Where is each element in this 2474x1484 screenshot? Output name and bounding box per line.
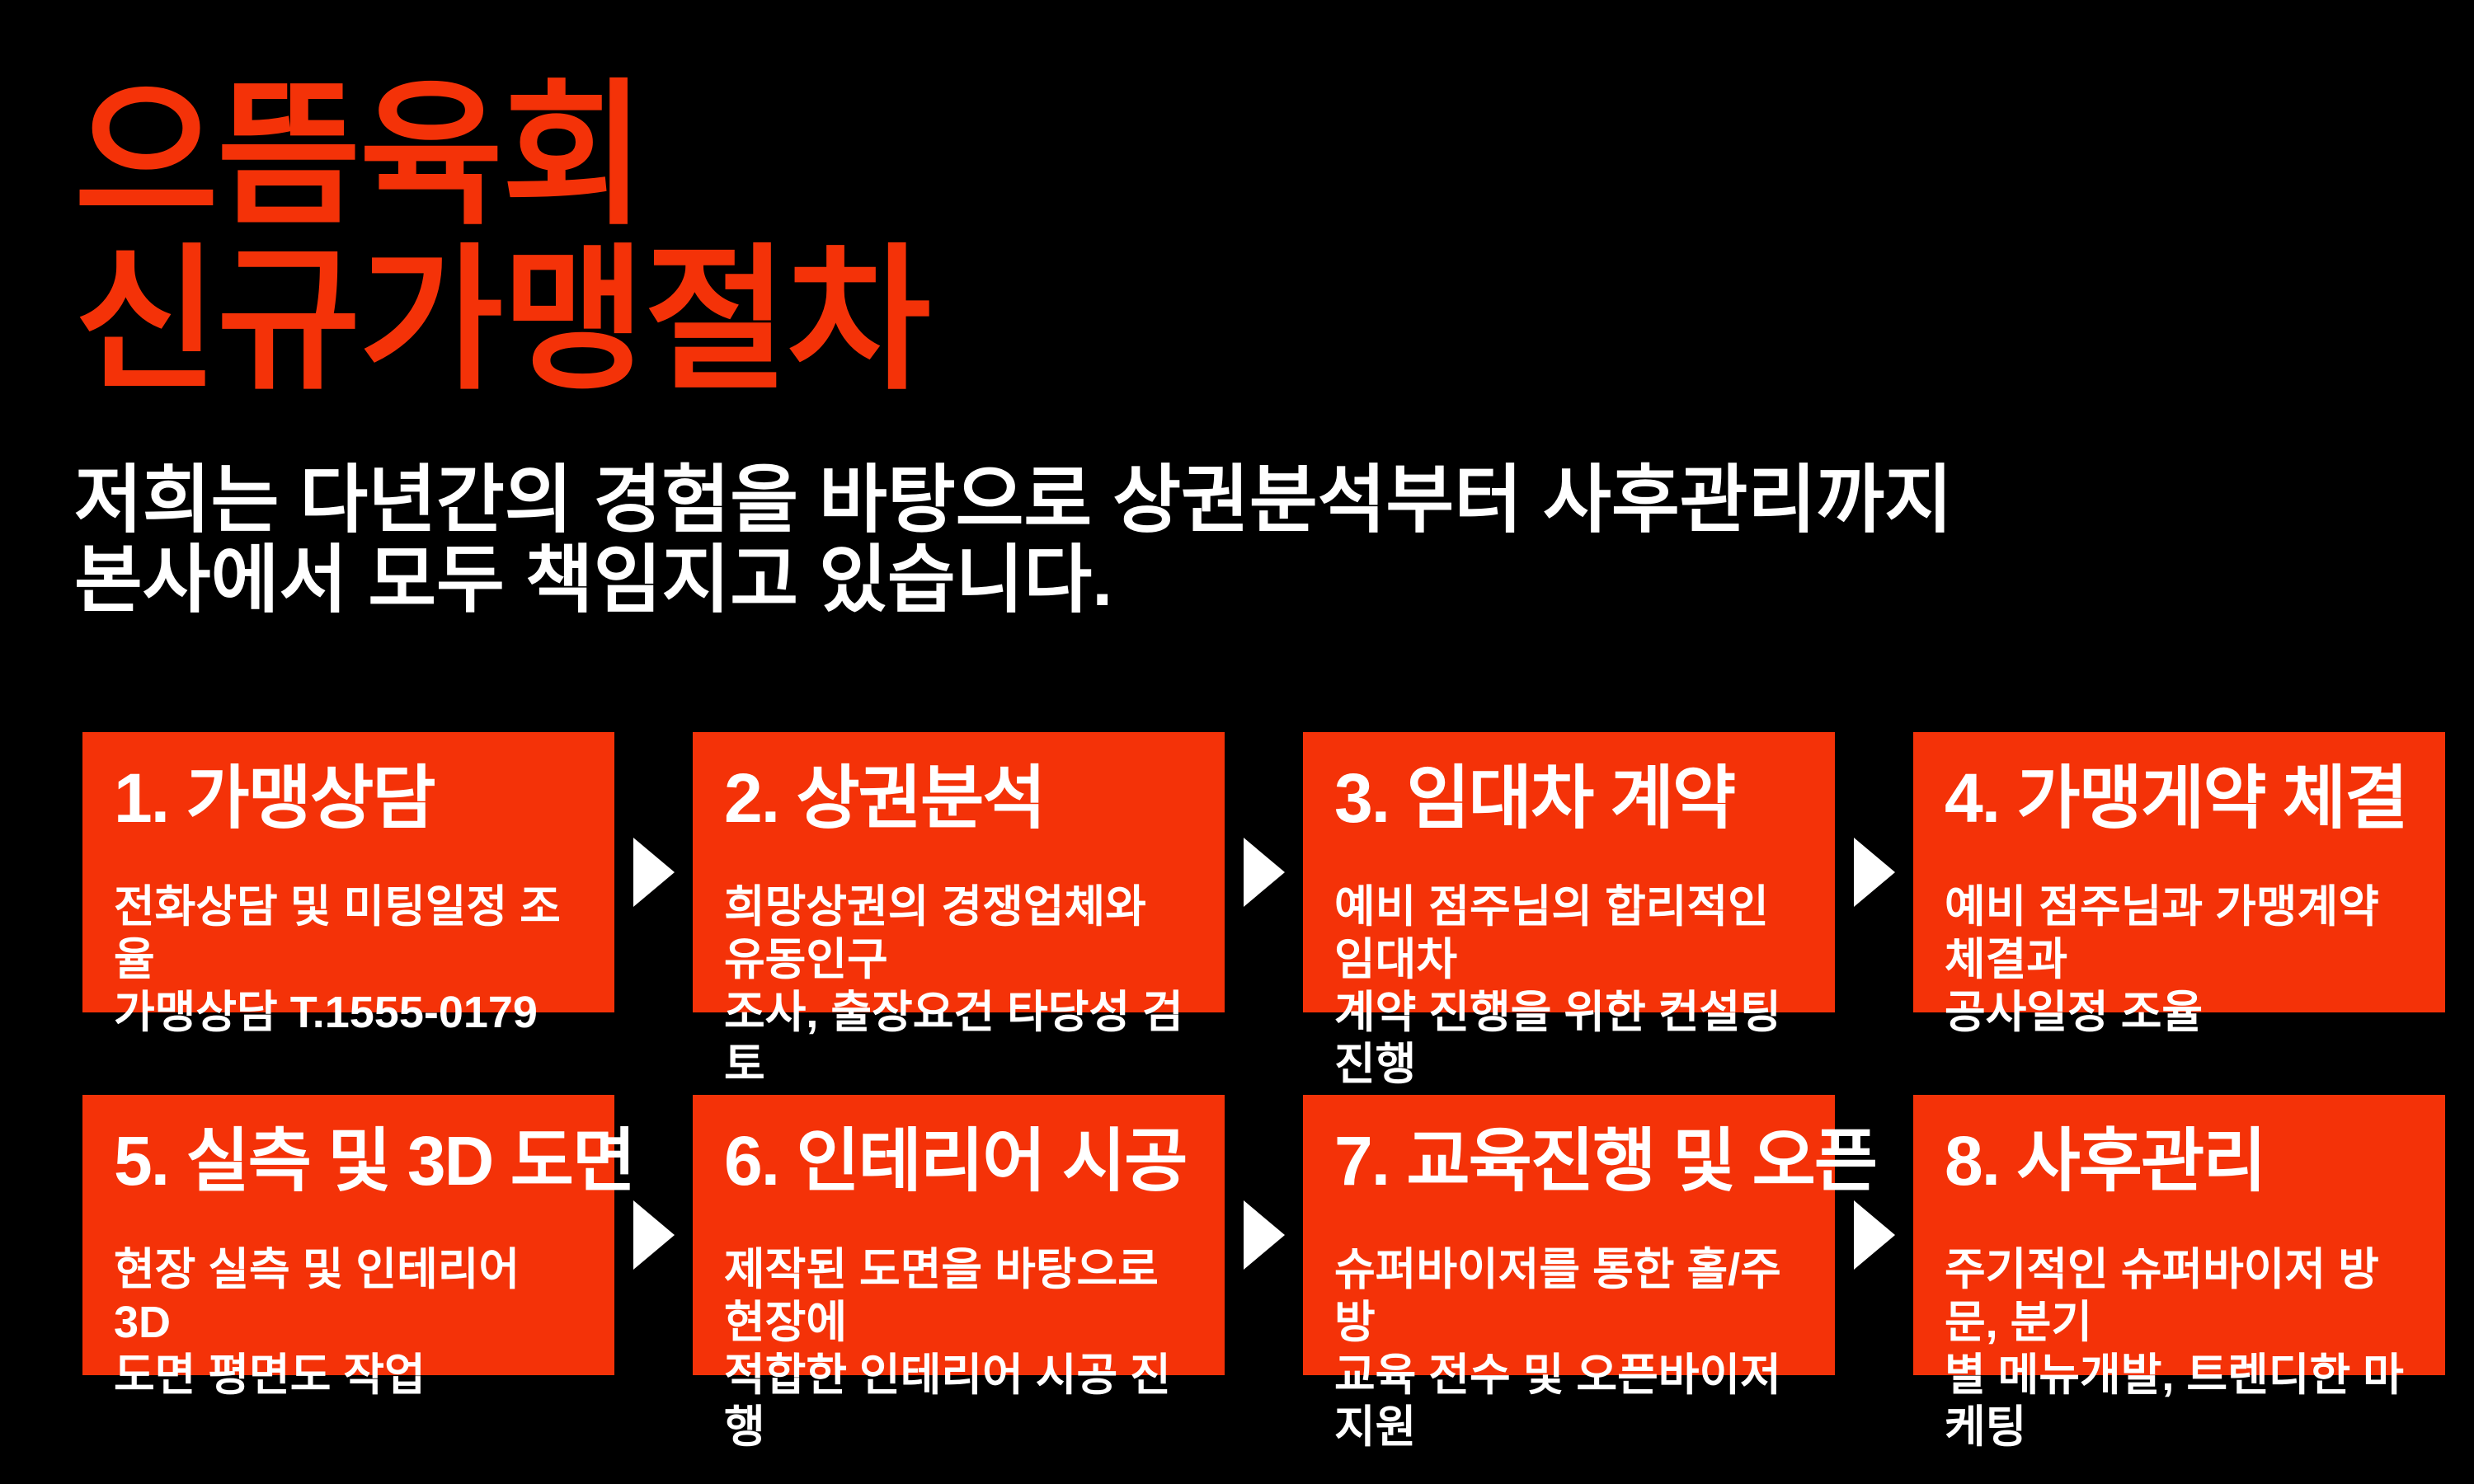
step-title: 4. 가맹게약 체결 [1945,759,2408,838]
franchise-steps-grid: 1. 가맹상담 전화상담 및 미팅일정 조율 가맹상담 T.1555-0179 … [82,732,2474,1452]
arrow-right-icon [633,1200,675,1270]
step-description: 제작된 도면을 바탕으로 현장에 적합한 인테리어 시공 진행 [724,1245,1171,1453]
step-description: 주기적인 슈퍼바이저 방문, 분기 별 메뉴개발, 트렌디한 마케팅 [1945,1245,2404,1453]
process-card-8: 8. 사후관리 주기적인 슈퍼바이저 방문, 분기 별 메뉴개발, 트렌디한 마… [1913,1095,2445,1452]
arrow-right-icon [1244,838,1285,908]
page-subtitle: 저희는 다년간의 경험을 바탕으로 상권분석부터 사후관리까지 본사에서 모두 … [74,459,1953,622]
step-description: 예비 점주님과 가맹계약 체결과 공사일정 조율 [1945,882,2379,1037]
arrow-right-icon [1854,1200,1895,1270]
step-description: 현장 실측 및 인테리어 3D 도면 평면도 작업 [114,1245,520,1400]
process-card-3: 3. 임대차 계약 예비 점주님의 합리적인 임대차 계약 진행을 위한 컨설팅… [1303,732,1895,1089]
process-card-5: 5. 실측 및 3D 도면 현장 실측 및 인테리어 3D 도면 평면도 작업 [82,1095,675,1400]
process-card-1: 1. 가맹상담 전화상담 및 미팅일정 조율 가맹상담 T.1555-0179 [82,732,675,1037]
step-description: 예비 점주님의 합리적인 임대차 계약 진행을 위한 컨설팅 진행 [1334,882,1781,1090]
step-description: 전화상담 및 미팅일정 조율 가맹상담 T.1555-0179 [114,882,561,1037]
process-card-7: 7. 교육진행 및 오픈 슈퍼바이저를 통한 홀/주방 교육 전수 및 오픈바이… [1303,1095,1895,1452]
step-title: 1. 가맹상담 [114,759,436,838]
arrow-right-icon [1854,838,1895,908]
step-title: 3. 임대차 계약 [1334,759,1736,838]
step-title: 2. 상권분석 [724,759,1047,838]
process-card-6: 6. 인테리어 시공 제작된 도면을 바탕으로 현장에 적합한 인테리어 시공 … [693,1095,1285,1452]
step-title: 8. 사후관리 [1945,1122,2267,1200]
step-description: 슈퍼바이저를 통한 홀/주방 교육 전수 및 오픈바이저 지원 [1334,1245,1781,1453]
step-title: 5. 실측 및 3D 도면 [114,1122,636,1200]
arrow-right-icon [1244,1200,1285,1270]
page-title: 으뜸육회 신규가맹절차 [74,68,931,408]
step-description: 희망상권의 경쟁업체와 유동인구 조사, 출장요건 타당성 검토 [724,882,1183,1090]
step-title: 7. 교육진행 및 오픈 [1334,1122,1878,1200]
process-card-2: 2. 상권분석 희망상권의 경쟁업체와 유동인구 조사, 출장요건 타당성 검토 [693,732,1285,1089]
step-title: 6. 인테리어 시공 [724,1122,1188,1200]
process-card-4: 4. 가맹게약 체결 예비 점주님과 가맹계약 체결과 공사일정 조율 [1913,732,2445,1037]
hero-section: 으뜸육회 신규가맹절차 저희는 다년간의 경험을 바탕으로 상권분석부터 사후관… [0,0,2474,621]
arrow-right-icon [633,838,675,908]
